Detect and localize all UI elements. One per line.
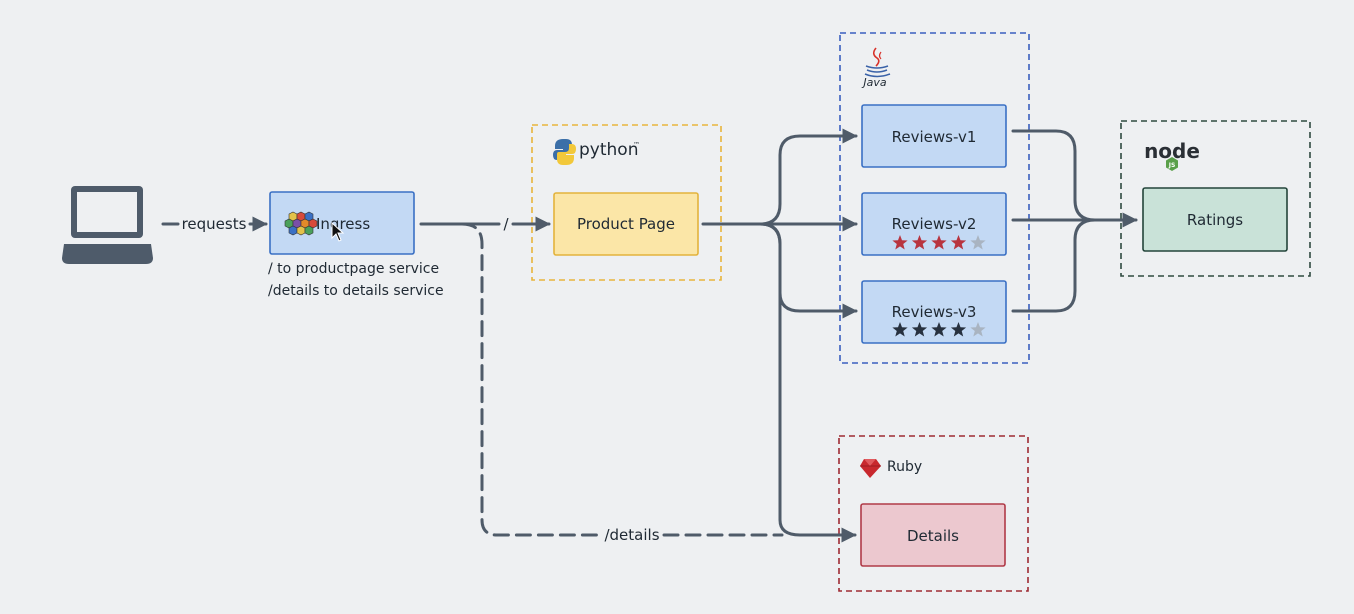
ingress-box[interactable] <box>269 191 415 255</box>
edge-v1-to-ratings <box>1011 129 1097 222</box>
edge-to-details <box>758 222 857 543</box>
star-empty-icon <box>970 235 986 250</box>
ratings-label: Ratings <box>1187 211 1243 229</box>
star-filled-icon <box>931 235 947 250</box>
python-group <box>531 124 722 281</box>
star-filled-icon <box>950 235 967 250</box>
edge-label-root: / <box>503 215 509 233</box>
reviews-v2-rating <box>892 235 986 250</box>
nodejs-logo-icon: node JS <box>1144 139 1200 171</box>
productpage-label: Product Page <box>577 215 675 233</box>
reviews-v1-label: Reviews-v1 <box>892 128 977 146</box>
ratings-box[interactable] <box>1142 187 1288 252</box>
edge-to-reviews-v3 <box>758 222 858 319</box>
ruby-group <box>838 435 1029 592</box>
ruby-gem-icon <box>860 459 881 478</box>
node-sub-label: JS <box>1168 162 1176 169</box>
star-filled-icon <box>892 322 908 337</box>
python-logo-icon <box>553 139 576 165</box>
reviews-v3-rating <box>892 322 986 337</box>
star-filled-icon <box>950 322 967 337</box>
laptop-icon <box>62 186 153 264</box>
star-empty-icon <box>970 322 986 337</box>
productpage-box[interactable] <box>553 192 699 256</box>
ingress-label: Ingress <box>316 215 370 233</box>
star-filled-icon <box>911 322 928 337</box>
ingress-rule-1: / to productpage service <box>268 261 439 277</box>
details-box[interactable] <box>860 503 1006 567</box>
edge-details-dashed <box>460 222 602 537</box>
reviews-v2-label: Reviews-v2 <box>892 215 977 233</box>
java-logo-icon <box>864 47 891 78</box>
edge-v3-to-ratings <box>1011 218 1097 313</box>
java-label: Java <box>861 76 886 89</box>
node-group <box>1120 120 1311 277</box>
mouse-cursor-icon <box>331 221 345 242</box>
edge-label-requests: requests <box>182 215 247 233</box>
python-label: python <box>579 140 638 160</box>
reviews-v3-label: Reviews-v3 <box>892 303 977 321</box>
edge-label-details: /details <box>604 526 659 544</box>
star-filled-icon <box>931 322 947 337</box>
edge-to-reviews-v1 <box>758 128 858 226</box>
java-group <box>839 32 1030 364</box>
reviews-v2-box[interactable] <box>861 192 1007 256</box>
istio-hexagon-icon <box>284 211 318 236</box>
reviews-v1-box[interactable] <box>861 104 1007 168</box>
python-tm: ™ <box>633 141 640 149</box>
star-filled-icon <box>892 235 908 250</box>
details-label: Details <box>907 527 959 545</box>
ingress-rule-2: /details to details service <box>268 283 444 299</box>
ruby-label: Ruby <box>887 459 922 475</box>
star-filled-icon <box>911 235 928 250</box>
